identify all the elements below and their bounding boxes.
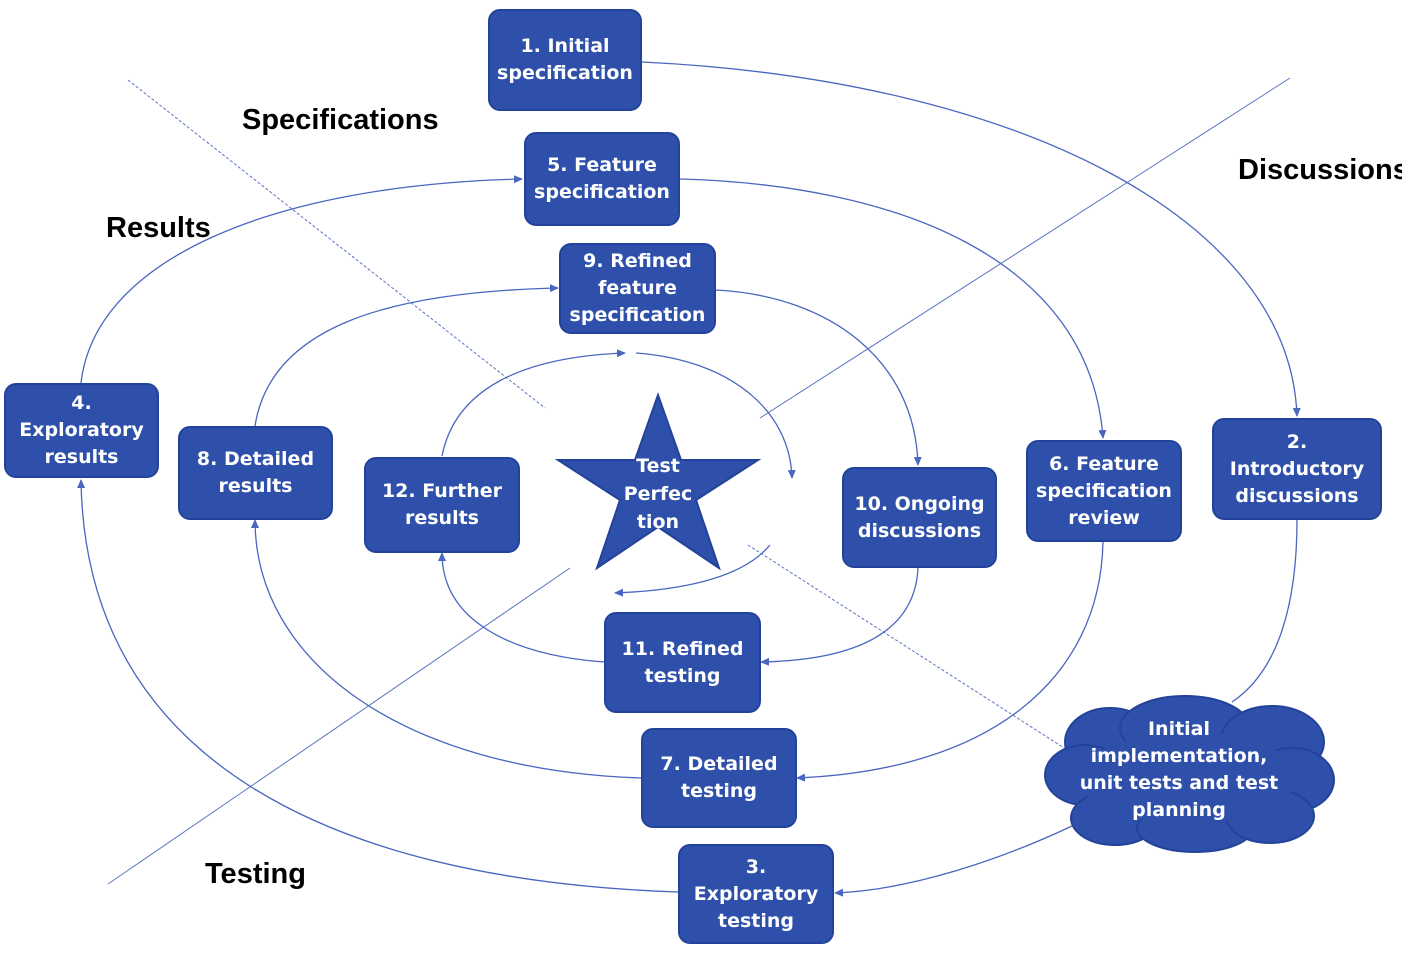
cloud-label: Initial implementation, unit tests and t… xyxy=(1079,718,1279,821)
arrow-7-to-8 xyxy=(251,519,642,779)
quadrant-label-specifications: Specifications xyxy=(242,104,439,136)
arrow-10-to-11 xyxy=(760,567,919,666)
quadrant-label-discussions: Discussions xyxy=(1238,154,1402,186)
arrow-1-to-2 xyxy=(641,61,1301,417)
diagonal-line-tr xyxy=(759,77,1291,419)
arrow-cloud-to-3 xyxy=(834,825,1073,897)
arrow-5-to-6 xyxy=(679,178,1107,439)
inner-curl-top xyxy=(635,352,796,479)
test-perfection-star xyxy=(554,392,762,571)
star-label: Test Perfec tion xyxy=(623,455,693,533)
implementation-cloud xyxy=(1044,695,1335,853)
diagonal-line-tl xyxy=(127,79,546,409)
arrow-8-to-9 xyxy=(254,284,559,427)
inner-curl-bottom xyxy=(614,544,771,597)
arrow-9-to-10 xyxy=(715,289,922,466)
arrow-11-to-12 xyxy=(438,552,605,663)
arrow-3-to-4 xyxy=(77,479,679,893)
arrow-2-to-cloud xyxy=(1231,519,1298,703)
arrow-12-to-inner xyxy=(441,349,626,457)
diagonal-line-br xyxy=(747,544,1076,756)
quadrant-label-results: Results xyxy=(106,212,211,244)
quadrant-label-testing: Testing xyxy=(205,858,306,890)
arrow-4-to-5 xyxy=(80,175,523,384)
diagonal-line-bl xyxy=(107,567,571,885)
arrow-6-to-7 xyxy=(796,541,1104,782)
